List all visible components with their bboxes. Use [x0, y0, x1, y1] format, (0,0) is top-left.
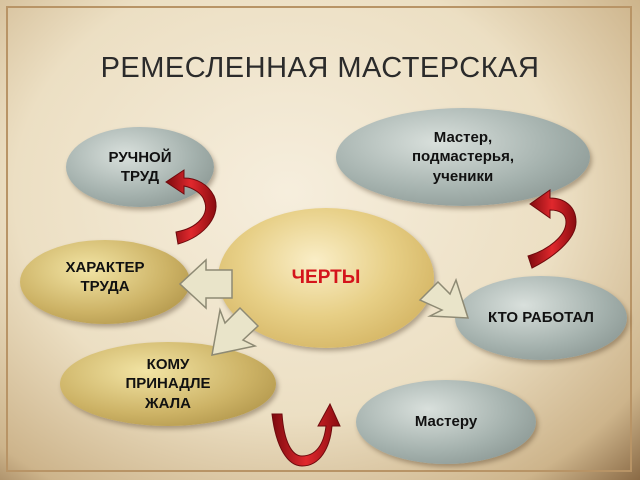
block-arrow-down-right — [418, 277, 470, 319]
node-belonged-to: КОМУ ПРИНАДЛЕ ЖАЛА — [60, 342, 276, 426]
node-belonged-to-label: КОМУ ПРИНАДЛЕ ЖАЛА — [125, 356, 211, 412]
node-who-worked-label: КТО РАБОТАЛ — [488, 309, 594, 327]
node-who-worked: КТО РАБОТАЛ — [455, 276, 627, 360]
node-manual-labor-label: РУЧНОЙ ТРУД — [108, 148, 172, 185]
node-to-master: Мастеру — [356, 380, 536, 464]
node-masters-label: Мастер, подмастерья, ученики — [411, 129, 515, 185]
curved-arrow-masters — [527, 189, 577, 269]
node-manual-labor: РУЧНОЙ ТРУД — [66, 127, 214, 207]
center-node-label: ЧЕРТЫ — [291, 267, 361, 288]
slide-title: РЕМЕСЛЕННАЯ МАСТЕРСКАЯ — [100, 52, 540, 84]
block-arrow-down-left — [211, 306, 260, 356]
node-to-master-label: Мастеру — [414, 413, 478, 431]
node-labor-character: ХАРАКТЕР ТРУДА — [20, 240, 190, 324]
block-arrow-left — [178, 258, 233, 310]
slide-frame — [6, 6, 632, 472]
node-labor-character-label: ХАРАКТЕР ТРУДА — [65, 258, 145, 295]
curved-arrow-bottom-u — [271, 402, 341, 467]
node-masters: Мастер, подмастерья, ученики — [336, 108, 590, 206]
curved-arrow-manual-labor — [165, 169, 217, 245]
